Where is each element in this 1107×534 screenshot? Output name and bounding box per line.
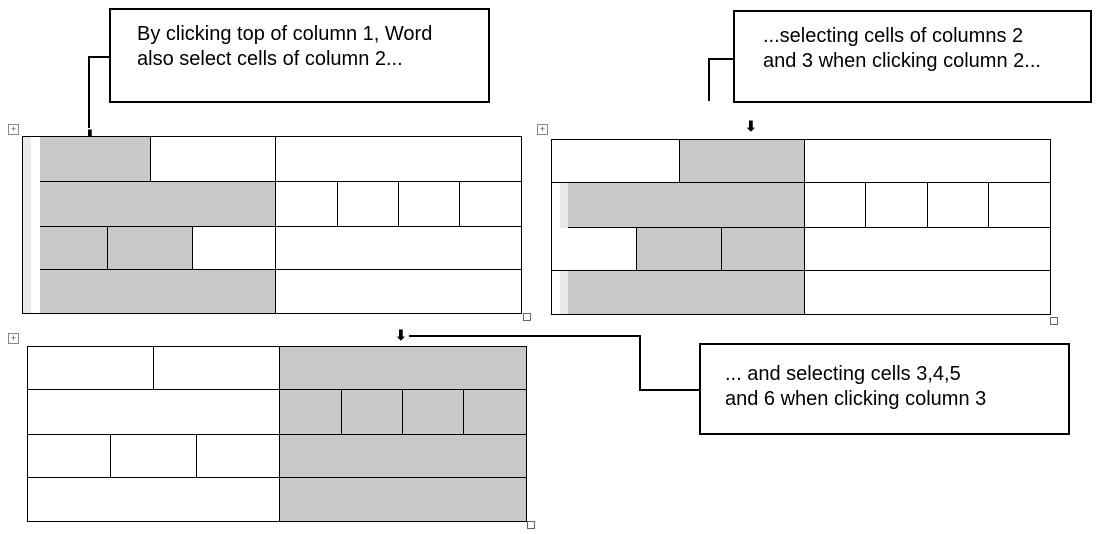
- move-handle-icon[interactable]: +: [537, 124, 548, 135]
- table-cell-selected[interactable]: [568, 183, 805, 228]
- table-cell[interactable]: [28, 390, 280, 435]
- table-cell[interactable]: [276, 182, 338, 227]
- table-cell[interactable]: [399, 182, 460, 227]
- table-cell[interactable]: [805, 140, 1050, 183]
- table-cell[interactable]: [460, 182, 521, 227]
- resize-handle-icon[interactable]: [1050, 317, 1058, 325]
- table-cell-selected[interactable]: [280, 435, 526, 478]
- table-cell[interactable]: [151, 137, 276, 182]
- table-column-2-selected: [551, 139, 1051, 315]
- move-handle-icon[interactable]: +: [8, 333, 19, 344]
- table-cell[interactable]: [805, 183, 866, 228]
- table-cell[interactable]: [276, 270, 521, 313]
- down-arrow-icon[interactable]: ⬇: [745, 118, 757, 134]
- table-cell[interactable]: [276, 227, 521, 270]
- table-cell[interactable]: [197, 435, 280, 478]
- table-cell-selected[interactable]: [403, 390, 464, 435]
- leader-line: [708, 58, 734, 60]
- resize-handle-icon[interactable]: [527, 521, 535, 529]
- callout-column-2: ...selecting cells of columns 2 and 3 wh…: [733, 10, 1092, 103]
- resize-handle-icon[interactable]: [523, 313, 531, 321]
- table-cell[interactable]: [805, 228, 1050, 271]
- table-cell[interactable]: [193, 227, 276, 270]
- table-cell-selected[interactable]: [280, 390, 342, 435]
- leader-line: [639, 335, 641, 391]
- callout-column-3: ... and selecting cells 3,4,5 and 6 when…: [699, 343, 1070, 435]
- table-cell-selected[interactable]: [280, 478, 526, 521]
- table-cell-selected[interactable]: [342, 390, 403, 435]
- table-cell-selected[interactable]: [464, 390, 526, 435]
- table-cell[interactable]: [552, 228, 637, 271]
- table-cell[interactable]: [866, 183, 928, 228]
- leader-line: [409, 335, 641, 337]
- table-cell[interactable]: [154, 347, 280, 390]
- leader-line: [88, 56, 90, 128]
- table-cell-selected[interactable]: [637, 228, 722, 271]
- table-cell[interactable]: [28, 478, 280, 521]
- table-cell[interactable]: [28, 435, 111, 478]
- table-cell-selected[interactable]: [40, 137, 151, 182]
- callout-column-1: By clicking top of column 1, Word also s…: [109, 8, 490, 103]
- callout-text-line: ...selecting cells of columns 2: [763, 25, 1024, 47]
- table-cell-selected[interactable]: [568, 271, 805, 314]
- callout-text-line: also select cells of column 2...: [137, 48, 403, 70]
- table-cell-selected[interactable]: [40, 182, 276, 227]
- move-handle-icon[interactable]: +: [8, 124, 19, 135]
- table-cell[interactable]: [28, 347, 154, 390]
- table-cell[interactable]: [928, 183, 989, 228]
- table-column-1-selected: [22, 136, 522, 314]
- callout-text-line: and 3 when clicking column 2...: [763, 50, 1041, 72]
- table-cell-selected[interactable]: [40, 227, 108, 270]
- down-arrow-icon[interactable]: ⬇: [395, 327, 407, 343]
- leader-line: [708, 58, 710, 101]
- leader-line: [639, 389, 700, 391]
- table-cell-selected[interactable]: [680, 140, 805, 183]
- down-arrow-icon[interactable]: ⬇: [84, 127, 96, 143]
- selection-bar: [560, 271, 568, 314]
- table-cell[interactable]: [276, 137, 521, 182]
- table-column-3-selected: [27, 346, 527, 522]
- table-cell-selected[interactable]: [280, 347, 526, 390]
- table-cell[interactable]: [805, 271, 1050, 314]
- table-cell-selected[interactable]: [108, 227, 193, 270]
- table-cell[interactable]: [111, 435, 197, 478]
- table-cell-selected[interactable]: [722, 228, 805, 271]
- callout-text-line: By clicking top of column 1, Word: [137, 23, 433, 45]
- callout-text-line: and 6 when clicking column 3: [725, 388, 987, 410]
- leader-line: [88, 56, 110, 58]
- callout-text-line: ... and selecting cells 3,4,5: [725, 363, 961, 385]
- selection-bar: [560, 183, 568, 228]
- table-cell[interactable]: [552, 140, 680, 183]
- table-cell[interactable]: [989, 183, 1050, 228]
- table-cell[interactable]: [338, 182, 399, 227]
- selection-bar: [23, 137, 31, 313]
- table-cell-selected[interactable]: [40, 270, 276, 313]
